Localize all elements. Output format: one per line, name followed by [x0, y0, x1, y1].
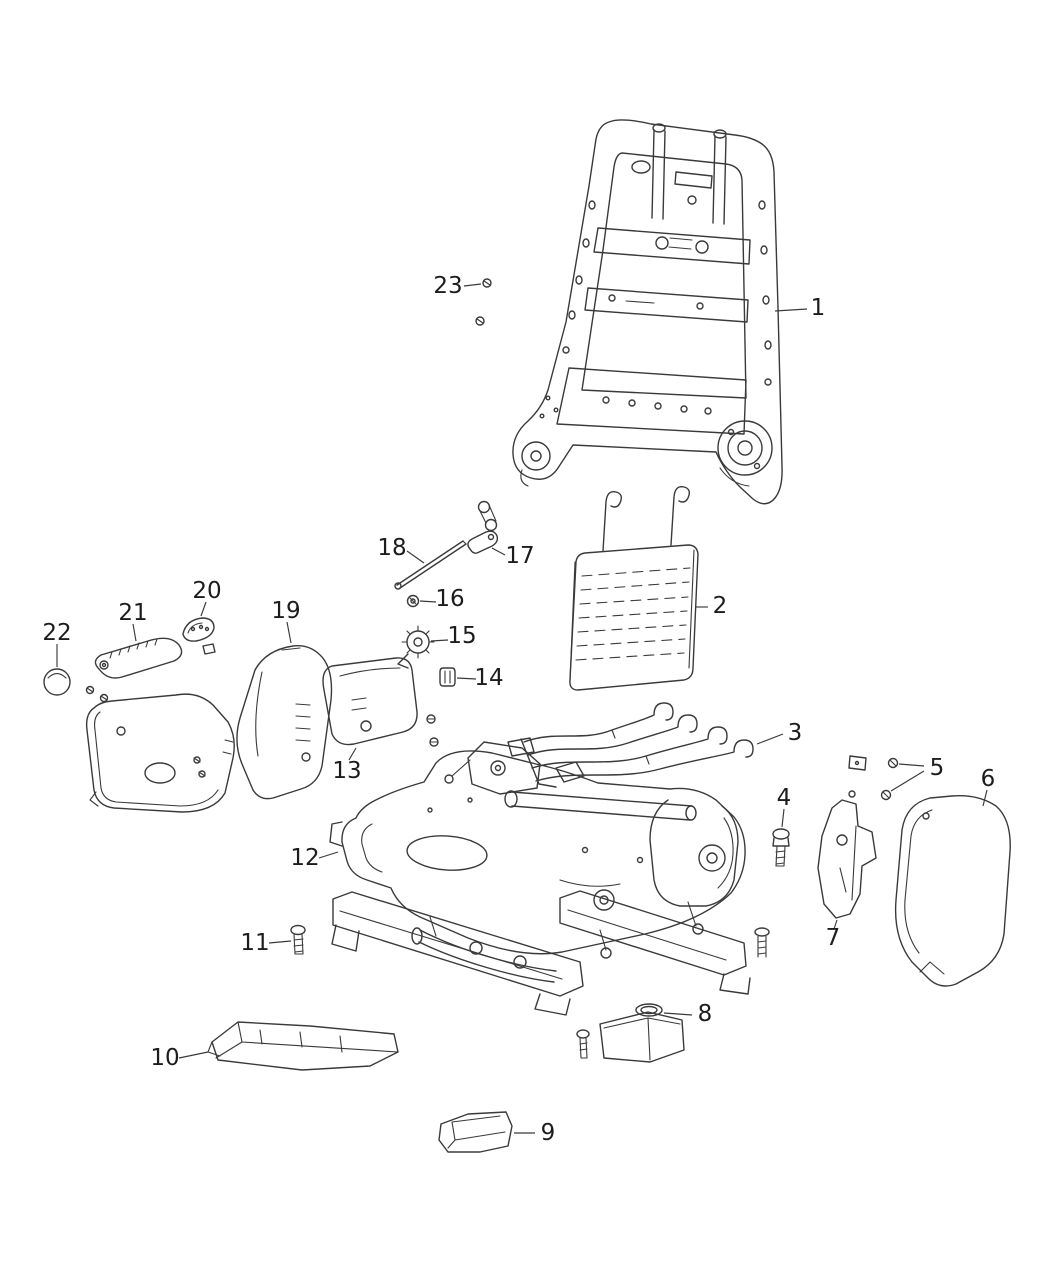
callout-18-leader — [406, 550, 425, 564]
callout-19-leader — [286, 621, 292, 644]
callout-label-17: 17 — [505, 543, 534, 569]
callout-14-leader — [456, 677, 477, 680]
part-22-cap-drawing — [43, 668, 71, 696]
callout-label-9: 9 — [541, 1120, 556, 1146]
callout-20-leader — [200, 601, 207, 617]
callout-23-leader — [463, 283, 482, 287]
callout-6-leader — [982, 789, 988, 807]
callout-3-leader — [756, 733, 784, 745]
part-1-seat-back-frame-drawing — [512, 119, 783, 505]
callout-12-leader — [318, 851, 339, 859]
callout-5-leader-2 — [890, 770, 925, 792]
part-14-clip-drawing — [439, 667, 456, 687]
callout-label-5: 5 — [930, 755, 945, 781]
callout-label-23: 23 — [433, 273, 462, 299]
part-19-side-shield-drawing — [236, 644, 333, 800]
callout-label-11: 11 — [240, 930, 269, 956]
callout-label-19: 19 — [271, 598, 300, 624]
callout-label-20: 20 — [192, 578, 221, 604]
callout-label-2: 2 — [713, 593, 728, 619]
callout-8-leader — [663, 1012, 693, 1016]
callout-13-leader — [348, 747, 357, 761]
part-7-bracket-drawing — [817, 790, 877, 919]
callout-17-leader — [491, 547, 506, 556]
callout-label-16: 16 — [435, 586, 464, 612]
callout-label-4: 4 — [777, 785, 792, 811]
callout-11-leader — [268, 940, 292, 944]
callout-label-18: 18 — [377, 535, 406, 561]
part-16-nut-drawing — [406, 594, 420, 608]
part-18-rod-drawing — [394, 540, 467, 590]
callout-label-21: 21 — [118, 600, 147, 626]
callout-7-leader — [833, 919, 838, 930]
callout-label-14: 14 — [474, 665, 503, 691]
part-2-lumbar-panel-drawing — [569, 486, 699, 691]
part-21-handle-shield-drawing — [85, 637, 235, 813]
callout-15-leader — [430, 639, 449, 642]
part-12-cushion-frame-drawing — [329, 737, 746, 955]
callout-label-1: 1 — [811, 295, 826, 321]
part-4-bolt-drawing — [772, 828, 790, 867]
part-15-recliner-mechanism-drawing — [397, 625, 435, 669]
hinge-link-drawing — [477, 500, 498, 532]
seat-track-assembly-drawing — [331, 890, 770, 1016]
callout-21-leader — [132, 623, 137, 642]
callout-label-6: 6 — [981, 766, 996, 792]
callout-4-leader — [781, 808, 785, 828]
part-20-bracket-drawing — [182, 617, 216, 655]
callout-label-8: 8 — [698, 1001, 713, 1027]
callout-label-13: 13 — [332, 758, 361, 784]
part-9-track-cover-drawing — [438, 1111, 513, 1153]
callout-label-22: 22 — [42, 620, 71, 646]
callout-10-leader — [178, 1051, 209, 1059]
part-3-suspension-springs-drawing — [520, 702, 754, 788]
part-23-screws-drawing — [475, 278, 492, 326]
part-11-screw-drawing — [290, 924, 306, 955]
callout-label-7: 7 — [826, 925, 841, 951]
callout-label-3: 3 — [788, 720, 803, 746]
part-17-lever-drawing — [467, 530, 499, 554]
part-10-track-cover-drawing — [207, 1021, 399, 1071]
callout-5-leader — [898, 763, 925, 767]
callout-label-15: 15 — [447, 623, 476, 649]
callout-label-10: 10 — [150, 1045, 179, 1071]
diagram-artwork — [43, 119, 1011, 1153]
part-13-panel-drawing — [322, 657, 439, 747]
callout-1-leader — [774, 308, 808, 312]
callout-16-leader — [419, 600, 437, 603]
part-5-screws-drawing — [848, 755, 899, 801]
callout-label-12: 12 — [290, 845, 319, 871]
part-6-outer-cover-drawing — [894, 795, 1011, 987]
part-8-anchor-cover-drawing — [576, 1003, 685, 1063]
